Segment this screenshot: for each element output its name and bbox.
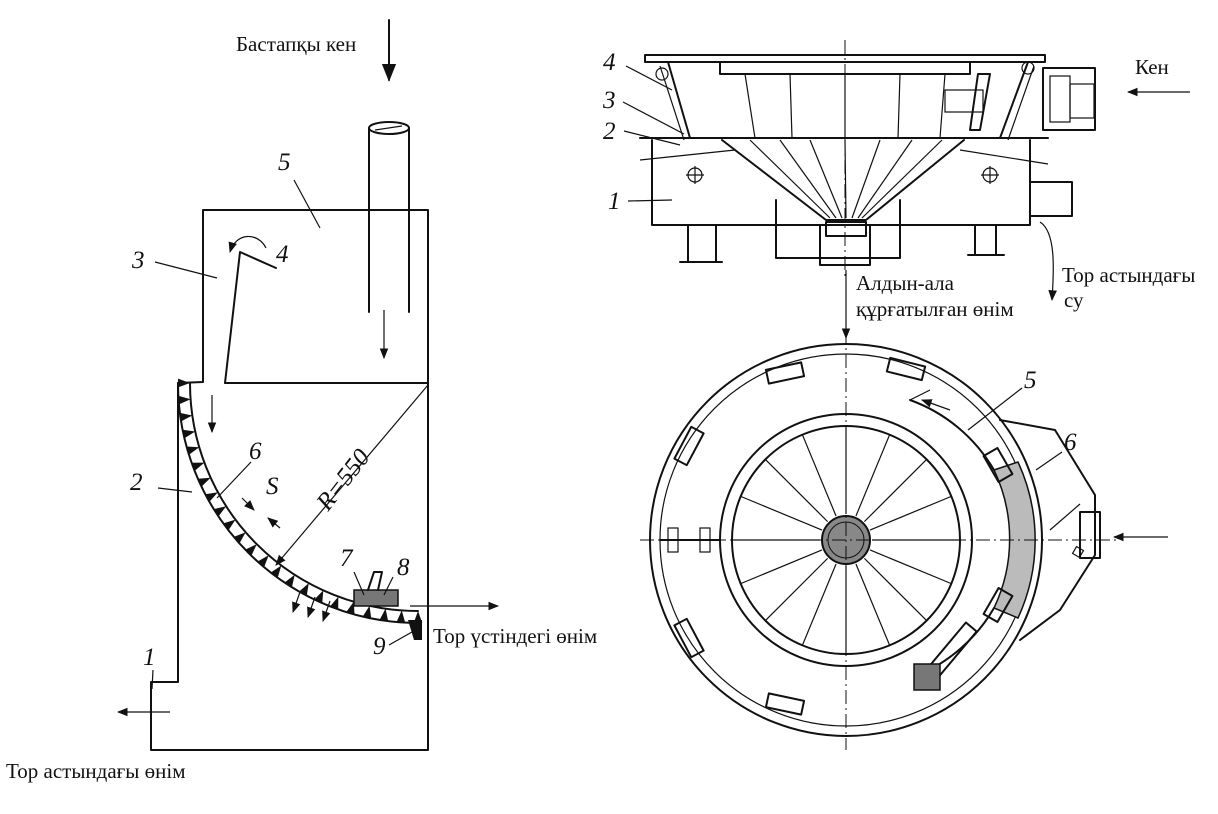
sieve-arc-outer: [177, 382, 419, 624]
sieve-arc-inner: [189, 382, 419, 612]
side-part-number-2: 2: [603, 118, 616, 145]
feed-pipe-mouth: [368, 121, 410, 135]
sieve-bar: [362, 605, 372, 619]
rotation-arrow: [920, 399, 951, 411]
basket-spoke: [764, 557, 829, 622]
basket-spoke: [801, 434, 837, 517]
cutting-knife: [353, 589, 399, 607]
sieve-bar: [213, 506, 227, 517]
sieve-bar: [330, 596, 339, 610]
sieve-bar: [197, 477, 211, 487]
sieve-bar: [346, 601, 355, 615]
flap: [224, 251, 277, 384]
part-number-5: 5: [278, 149, 291, 176]
sieve-bar: [396, 610, 406, 623]
basket-spoke: [855, 563, 891, 646]
feed-pipe: [368, 127, 410, 313]
legs: [679, 224, 1005, 263]
water-label-line2: су: [1064, 288, 1084, 312]
sieve-bars: [178, 378, 423, 623]
side-leader-lines: [622, 65, 685, 202]
sieve-bar: [186, 446, 200, 455]
basket-spoke: [869, 495, 952, 531]
side-part-number-1: 1: [608, 188, 621, 215]
discharge-cone: [721, 139, 965, 221]
arc-sieve-figure: Бастапқы кен Тор үстіндегі өнім Тор асты…: [6, 19, 597, 783]
water-outlet-box: [1029, 181, 1073, 217]
plan-part-number-6: 6: [1064, 429, 1077, 456]
sieve-bar: [379, 608, 389, 622]
sieve-bar: [284, 574, 295, 588]
gap-label: S: [266, 473, 279, 500]
feed-label: Бастапқы кен: [236, 32, 356, 56]
basket-spoke: [740, 495, 823, 531]
water-label-line1: Тор астындағы: [1062, 263, 1195, 287]
sieve-bar: [314, 590, 324, 604]
sieve-bar: [223, 519, 236, 531]
basket-ribs: [744, 73, 946, 139]
sieve-bar: [270, 565, 282, 578]
part-number-1: 1: [143, 644, 156, 671]
part-number-8: 8: [397, 554, 410, 581]
side-part-number-4: 4: [603, 49, 616, 76]
part-number-6: 6: [249, 438, 262, 465]
part-number-7: 7: [340, 545, 354, 572]
oversize-label: Тор үстіндегі өнім: [433, 624, 597, 648]
sieve-bar: [299, 583, 309, 596]
sieve-bar: [233, 532, 246, 544]
side-part-number-3: 3: [602, 87, 616, 114]
sieve-bar: [245, 544, 257, 556]
radius-label: R=550: [311, 444, 376, 517]
knife-holder: [367, 571, 383, 591]
basket-spoke: [801, 563, 837, 646]
ore-label: Кен: [1135, 55, 1169, 79]
sieve-bar: [182, 429, 196, 439]
flap-rotation-arrow: [228, 235, 267, 254]
plan-part-number-5: 5: [1024, 367, 1037, 394]
inspection-window: [944, 89, 984, 113]
rim-clamps: [673, 356, 1014, 716]
part-number-9: 9: [373, 633, 386, 660]
undersize-label: Тор астындағы өнім: [6, 759, 186, 783]
sieve-bar: [413, 611, 423, 623]
basket-spoke: [869, 549, 952, 585]
drive-housing: [999, 419, 1096, 641]
product-label-line2: құрғатылған өнім: [856, 297, 1014, 321]
undersize-drip-arrows: [292, 591, 331, 623]
gap-arrow: [241, 497, 255, 511]
part-number-3: 3: [131, 247, 145, 274]
basket-spoke: [740, 549, 823, 585]
basket-spoke: [855, 434, 891, 517]
basket-spoke: [863, 458, 928, 523]
sieve-bar: [179, 412, 193, 422]
sieve-segment: [992, 461, 1036, 619]
oversize-lip: [408, 620, 422, 640]
centrifuge-side-view: Кен Тор астындағы су Алдын-ала құрғатылғ…: [602, 40, 1195, 340]
centrifuge-plan-view: 5 6: [640, 330, 1168, 750]
radius-line: [275, 384, 429, 566]
left-leader-lines: [151, 179, 413, 690]
part-number-2: 2: [130, 469, 143, 496]
part-number-4: 4: [276, 241, 289, 268]
cone-ribs: [749, 139, 943, 219]
basket-spoke: [764, 458, 829, 523]
drive-unit: [1042, 67, 1096, 131]
sieve-bar: [191, 462, 205, 471]
sieve-bar: [178, 378, 190, 388]
sieve-bar: [257, 555, 269, 568]
top-rim: [644, 54, 1046, 63]
basket-spoke: [863, 557, 928, 622]
water-output-arrow: [1039, 221, 1057, 302]
product-label-line1: Алдын-ала: [856, 271, 955, 295]
sieve-bar: [178, 395, 191, 405]
sieve-bar: [205, 492, 218, 502]
housing-outline: [150, 209, 429, 751]
